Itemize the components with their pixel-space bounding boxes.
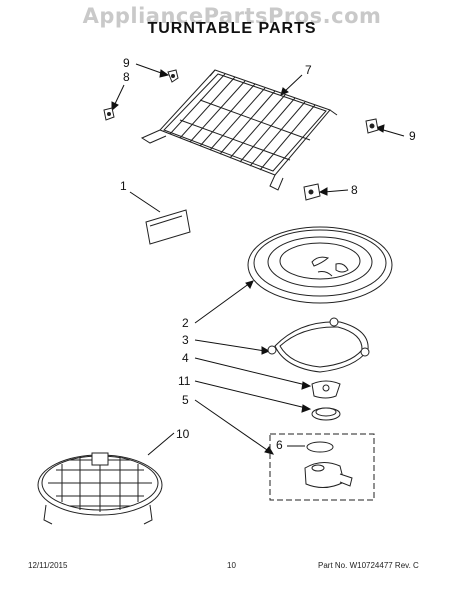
callout-9-right: 9 xyxy=(409,129,416,143)
leader-5 xyxy=(194,399,275,455)
leader-10 xyxy=(147,432,175,456)
clip-part-8-right xyxy=(303,183,321,201)
leader-9-right xyxy=(374,124,405,137)
leader-8-top-left xyxy=(111,84,125,112)
leader-11 xyxy=(194,380,312,413)
callout-10: 10 xyxy=(176,427,190,441)
clip-part-8-top-left xyxy=(103,107,115,121)
leader-7 xyxy=(280,74,303,96)
round-rack-part-10 xyxy=(37,452,163,525)
callout-8-right: 8 xyxy=(351,183,358,197)
page-title: TURNTABLE PARTS xyxy=(147,20,317,37)
callout-1: 1 xyxy=(120,179,127,193)
leader-4 xyxy=(194,357,312,390)
footer-date: 12/11/2015 xyxy=(28,561,68,570)
callout-6: 6 xyxy=(276,438,283,452)
watermark-text: AppliancePartsPros.com xyxy=(82,4,382,28)
callout-9-top-left: 9 xyxy=(123,56,130,70)
callout-8-top-left: 8 xyxy=(123,70,130,84)
callout-11: 11 xyxy=(178,374,191,388)
clip-part-9-right xyxy=(365,118,379,134)
leader-3 xyxy=(194,339,271,355)
callout-2: 2 xyxy=(182,316,189,330)
callout-4: 4 xyxy=(182,351,189,365)
motor-cap-part-6 xyxy=(306,441,334,453)
glass-tray-part-2 xyxy=(247,226,393,304)
turntable-motor-part-5 xyxy=(304,462,353,488)
leader-1 xyxy=(129,191,161,213)
footer-page-number: 10 xyxy=(227,561,236,570)
coupler-part-4 xyxy=(311,380,341,399)
callout-3: 3 xyxy=(182,333,189,347)
leader-9-top-left xyxy=(135,63,170,78)
callout-7: 7 xyxy=(305,63,312,77)
leader-8-right xyxy=(318,187,349,196)
footer-part-number: Part No. W10724477 Rev. C xyxy=(318,561,419,570)
panel-part-1 xyxy=(145,209,191,245)
roller-ring-part-3 xyxy=(267,317,370,373)
wire-rack-part-7 xyxy=(140,69,338,191)
clip-part-9-top-left xyxy=(167,69,179,83)
motor-assembly-box xyxy=(269,433,375,501)
callout-5: 5 xyxy=(182,393,189,407)
ring-part-11 xyxy=(311,407,341,421)
leader-2 xyxy=(194,280,254,324)
